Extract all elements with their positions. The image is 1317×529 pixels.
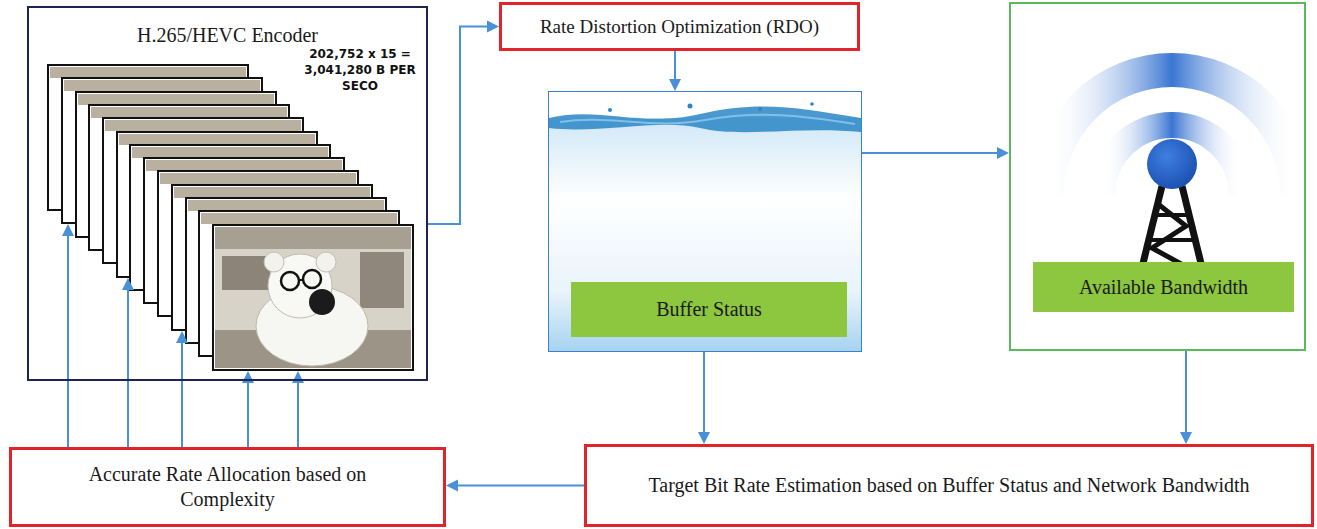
process-box: Target Bit Rate Estimation based on Buff… — [584, 444, 1314, 527]
box-title: H.265/HEVC Encoder — [137, 24, 318, 47]
arrow-connector — [1180, 351, 1192, 444]
connector-line — [458, 485, 584, 487]
box-label: Accurate Rate Allocation based on Comple… — [63, 462, 393, 512]
arrowhead — [242, 371, 254, 383]
arrow-connector — [669, 51, 681, 91]
arrowhead — [698, 432, 710, 444]
arrowhead — [487, 21, 499, 33]
video-frames — [48, 65, 413, 370]
connector-line — [181, 343, 183, 447]
arrowhead — [997, 147, 1009, 159]
connector-line — [67, 236, 69, 447]
arrow-connector — [62, 224, 74, 447]
arrow-connector — [176, 331, 188, 447]
connector-line — [1185, 351, 1187, 432]
connector-line — [862, 152, 997, 154]
bandwidth-panel: Available Bandwidth — [1009, 2, 1306, 351]
buffer-panel: Buffer Status — [548, 91, 862, 352]
water-picture — [549, 102, 861, 351]
arrowhead — [122, 278, 134, 290]
process-box: Accurate Rate Allocation based on Comple… — [9, 447, 446, 527]
arrow-connector — [122, 278, 134, 447]
arrowhead — [176, 331, 188, 343]
arrowhead — [62, 224, 74, 236]
arrow-connector — [242, 371, 254, 447]
connector-line — [428, 27, 487, 225]
frame-rate-note: 202,752 x 15 = 3,041,280 B PER SECO — [298, 46, 422, 95]
arrow-connector — [428, 21, 499, 225]
arrow-connector — [698, 352, 710, 444]
band-label: Buffer Status — [656, 298, 762, 321]
box-label: Rate Distortion Optimization (RDO) — [540, 15, 819, 39]
green-band: Available Bandwidth — [1033, 262, 1294, 312]
arrow-connector — [292, 371, 304, 447]
green-band: Buffer Status — [571, 282, 847, 337]
connector-line — [703, 352, 705, 432]
arrowhead — [1180, 432, 1192, 444]
arrowhead — [446, 480, 458, 492]
band-label: Available Bandwidth — [1079, 276, 1248, 299]
box-label: Target Bit Rate Estimation based on Buff… — [648, 473, 1249, 498]
arrow-connector — [862, 147, 1009, 159]
connector-line — [297, 383, 299, 447]
teddy-bear-frame — [215, 227, 411, 368]
connector-line — [127, 290, 129, 447]
process-box: Rate Distortion Optimization (RDO) — [499, 2, 860, 51]
connector-line — [674, 51, 676, 79]
arrow-connector — [446, 480, 584, 492]
connector-line — [247, 383, 249, 447]
arrowhead — [669, 79, 681, 91]
arrowhead — [292, 371, 304, 383]
